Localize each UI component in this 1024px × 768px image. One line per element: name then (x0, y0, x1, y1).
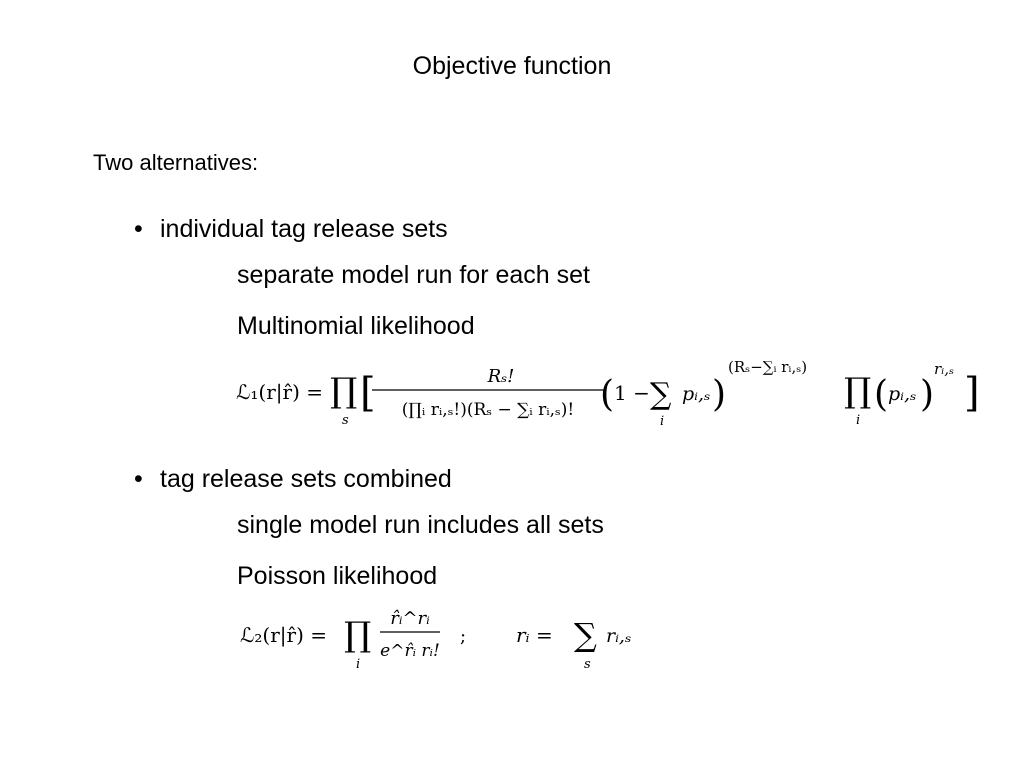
eq1-open-bracket: [ (360, 370, 376, 416)
eq1-one-minus: 1 − (614, 381, 650, 405)
bullet-item-individual: • individual tag release sets (134, 215, 448, 244)
eq2-sum-symbol: ∑ (574, 616, 597, 654)
eq2-product-symbol: ∏ (344, 615, 371, 655)
sub-line-separate-run: separate model run for each set (237, 261, 590, 289)
sub-line-poisson: Poisson likelihood (237, 562, 438, 590)
eq1-open-paren2: ( (874, 374, 888, 415)
eq2-sum-index: s (584, 657, 591, 672)
eq2-separator: ; (460, 626, 466, 647)
eq2-fraction-numerator: r̂ᵢ^rᵢ (390, 608, 430, 629)
sub-line-single-run: single model run includes all sets (237, 511, 604, 539)
eq1-product-index: s (342, 413, 349, 428)
bullet-text: individual tag release sets (160, 215, 448, 243)
eq1-product-symbol: ∏ (330, 371, 357, 411)
equation-poisson-likelihood: ℒ₂(r|r̂) = ∏ i r̂ᵢ^rᵢ e^r̂ᵢ rᵢ! ; rᵢ = ∑… (240, 608, 631, 672)
eq2-fraction-denominator: e^r̂ᵢ rᵢ! (380, 641, 440, 661)
slide-title: Objective function (412, 52, 612, 80)
eq1-fraction-denominator: (∏ᵢ rᵢ,ₛ!)(Rₛ − ∑ᵢ rᵢ,ₛ)! (402, 400, 574, 420)
eq1-close-bracket: ] (964, 370, 980, 416)
intro-text: Two alternatives: (93, 150, 259, 175)
eq2-rhs-term: rᵢ,ₛ (606, 625, 631, 647)
bullet-item-combined: • tag release sets combined (134, 465, 452, 494)
eq2-rhs-lhs: rᵢ = (516, 623, 553, 647)
eq2-product-index: i (356, 657, 360, 672)
bullet-dot: • (134, 215, 143, 243)
sub-line-multinomial: Multinomial likelihood (237, 312, 475, 340)
eq1-fraction-numerator: Rₛ! (487, 366, 515, 387)
eq1-lhs: ℒ₁(r|r̂) = (236, 380, 323, 405)
eq1-sum-index: i (660, 414, 664, 429)
eq1-close-paren2: ) (920, 374, 934, 415)
eq1-open-paren: ( (600, 374, 614, 415)
bullet-dot: • (134, 465, 143, 493)
bullet-text: tag release sets combined (160, 465, 452, 493)
eq1-exponent: (Rₛ−∑ᵢ rᵢ,ₛ) (728, 358, 807, 376)
equation-multinomial-likelihood: ℒ₁(r|r̂) = ∏ s [ Rₛ! (∏ᵢ rᵢ,ₛ!)(Rₛ − ∑ᵢ … (236, 358, 980, 429)
eq1-p-term: pᵢ,ₛ (682, 383, 710, 405)
eq1-product2-index: i (856, 413, 860, 428)
eq1-close-paren: ) (712, 374, 726, 415)
eq1-exponent2: rᵢ,ₛ (934, 360, 954, 378)
eq1-sum-symbol: ∑ (650, 377, 672, 412)
eq1-product2-symbol: ∏ (844, 371, 871, 411)
eq2-lhs: ℒ₂(r|r̂) = (240, 623, 327, 648)
eq1-p-term2: pᵢ,ₛ (888, 383, 916, 405)
